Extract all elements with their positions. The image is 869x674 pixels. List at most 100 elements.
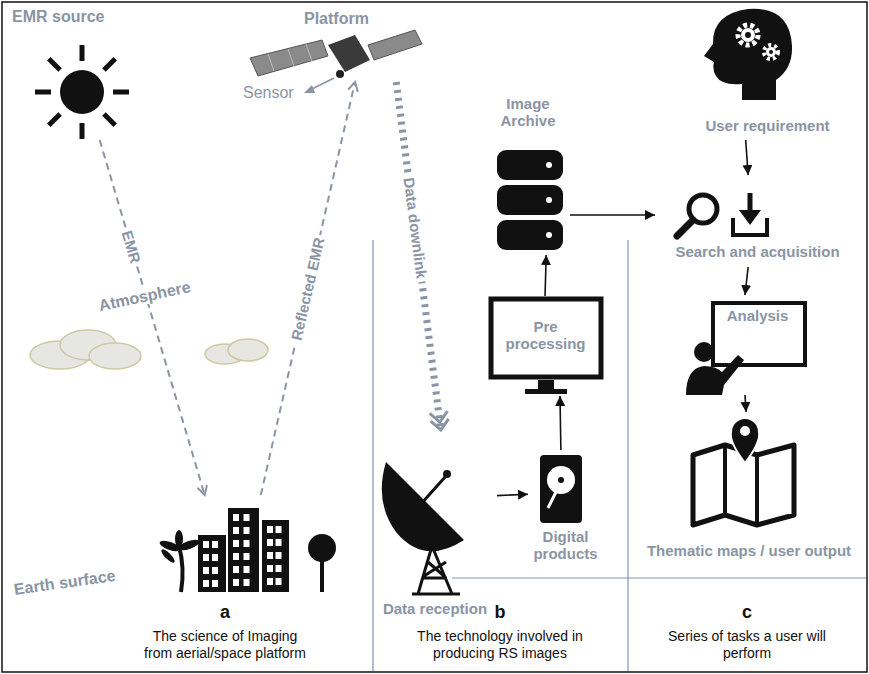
db-light — [546, 232, 552, 238]
person-body — [686, 355, 744, 395]
building — [262, 520, 289, 592]
window — [244, 514, 250, 521]
dish-feed-tip — [443, 470, 451, 478]
database-icon — [497, 150, 563, 250]
dish-tower — [412, 546, 460, 594]
node-label: Digital products — [528, 528, 603, 562]
node-label: Search and acquisition — [655, 243, 860, 260]
disk-platter — [547, 466, 575, 494]
window — [233, 566, 239, 573]
window — [267, 578, 273, 585]
map-pin-hole — [740, 426, 750, 436]
palm-leaf — [160, 548, 177, 565]
window — [233, 540, 239, 547]
flow-arrow — [559, 396, 561, 450]
flow-arrow — [745, 395, 746, 412]
monitor-icon — [491, 299, 601, 394]
solar-panel — [368, 30, 422, 60]
sun-icon — [35, 45, 129, 139]
window — [267, 565, 273, 572]
magnifier-handle — [677, 220, 693, 236]
cloud-part — [89, 343, 141, 369]
head-icon — [704, 9, 792, 100]
window — [276, 552, 282, 559]
map-fold — [723, 445, 727, 515]
gear — [741, 28, 755, 42]
icon-node: Thematic maps / user output — [634, 412, 866, 570]
db-light — [546, 197, 552, 203]
palm-trunk — [179, 546, 183, 592]
monitor-screen — [491, 299, 601, 377]
dish — [382, 462, 464, 551]
panel-line — [288, 49, 294, 66]
gear-hole — [769, 50, 773, 54]
node-label: Data reception — [375, 600, 495, 617]
node-label: Pre processing — [496, 318, 595, 352]
window — [276, 539, 282, 546]
window — [233, 579, 239, 586]
path-label: Data downlink — [400, 174, 430, 283]
panel-line — [268, 54, 274, 71]
window — [244, 579, 250, 586]
tree-crown — [308, 534, 336, 562]
sun-ray — [35, 90, 51, 95]
icon-node: User requirement — [680, 5, 857, 140]
sensor-label: Sensor — [243, 84, 307, 101]
sun-ray — [113, 90, 129, 95]
sensor-pointer — [310, 78, 334, 90]
map-icon — [693, 418, 794, 525]
download-head — [739, 210, 761, 225]
flow-arrow — [745, 267, 748, 295]
building — [228, 508, 259, 592]
icon-node: EMR source — [10, 8, 140, 140]
flow-arrow — [570, 214, 655, 216]
sun-ray — [80, 123, 85, 139]
tree-trunk — [320, 558, 324, 592]
window — [212, 541, 218, 548]
node-label: Analysis — [715, 307, 800, 324]
download-tray — [733, 218, 767, 235]
window — [244, 566, 250, 573]
divider — [452, 577, 866, 578]
person-head — [694, 342, 714, 362]
palm-leaf — [175, 530, 183, 548]
window — [212, 554, 218, 561]
db-disk — [497, 220, 563, 250]
sun-ray — [104, 114, 115, 125]
panel-letter: a — [195, 604, 255, 621]
panel-caption: The science of Imaging from aerial/space… — [141, 628, 309, 662]
window — [267, 526, 273, 533]
icon-node: Platform — [300, 8, 425, 82]
window — [267, 552, 273, 559]
panel-caption: Series of tasks a user will perform — [662, 628, 832, 662]
gear — [738, 25, 758, 45]
search-download-icon — [677, 193, 767, 236]
sensor-lens — [336, 70, 344, 78]
divider — [372, 240, 373, 671]
node-label: Earth surface — [13, 563, 144, 598]
gear-hole — [745, 32, 751, 38]
gear — [766, 47, 776, 57]
icon-node: Pre processing — [488, 296, 603, 396]
node-label: Thematic maps / user output — [634, 542, 864, 559]
radiation-path — [396, 82, 441, 430]
window — [212, 580, 218, 587]
node-label: Image Archive — [488, 95, 568, 129]
divider — [627, 240, 628, 671]
disk-case — [540, 455, 582, 523]
panel-line — [306, 44, 312, 61]
analysis-icon — [686, 303, 805, 395]
sensor-pointer-head — [304, 85, 315, 93]
flow-arrow — [497, 494, 528, 495]
radiation-path — [100, 140, 205, 495]
sun-ray — [49, 59, 60, 70]
window — [267, 539, 273, 546]
window — [276, 526, 282, 533]
disk-arm — [548, 486, 559, 508]
building — [198, 535, 226, 592]
sun-ray — [80, 45, 85, 61]
